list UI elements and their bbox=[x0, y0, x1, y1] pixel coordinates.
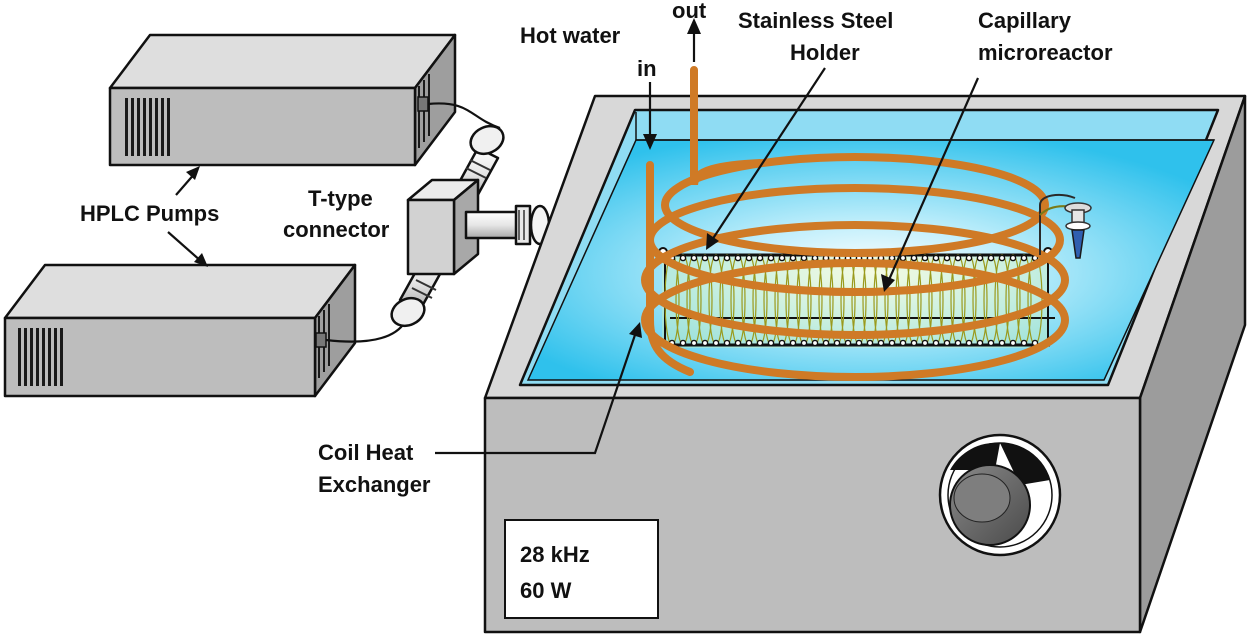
holder-bead bbox=[999, 340, 1004, 345]
holder-bead bbox=[922, 255, 927, 260]
holder-bead bbox=[845, 340, 850, 345]
capillary-label-line1: Capillary bbox=[978, 8, 1072, 33]
holder-bead bbox=[911, 255, 916, 260]
holder-bead bbox=[812, 340, 817, 345]
holder-bead bbox=[922, 340, 927, 345]
holder-bead bbox=[955, 255, 960, 260]
power-label: 60 W bbox=[520, 578, 572, 603]
holder-bead bbox=[1010, 340, 1015, 345]
holder-bead bbox=[724, 340, 729, 345]
holder-bead bbox=[801, 255, 806, 260]
in-label: in bbox=[637, 56, 657, 81]
holder-bead bbox=[757, 255, 762, 260]
t-type-label-line1: T-type bbox=[308, 186, 373, 211]
dial-knob-icon bbox=[940, 435, 1060, 555]
holder-bead bbox=[977, 340, 982, 345]
spec-panel: 28 kHz 60 W bbox=[505, 520, 658, 618]
coil-label-line2: Exchanger bbox=[318, 472, 431, 497]
holder-bead bbox=[867, 340, 872, 345]
holder-bead bbox=[724, 255, 729, 260]
holder-bead bbox=[966, 340, 971, 345]
holder-bead bbox=[680, 340, 685, 345]
holder-bead bbox=[966, 255, 971, 260]
holder-bead bbox=[768, 255, 773, 260]
holder-bead bbox=[779, 255, 784, 260]
holder-bead bbox=[1021, 255, 1026, 260]
holder-bead bbox=[746, 340, 751, 345]
holder-bead bbox=[702, 255, 707, 260]
holder-bead bbox=[889, 340, 894, 345]
holder-bead bbox=[680, 255, 685, 260]
holder-bead bbox=[823, 340, 828, 345]
holder-bead bbox=[691, 340, 696, 345]
holder-bead bbox=[856, 340, 861, 345]
holder-bead bbox=[988, 255, 993, 260]
capillary-label-line2: microreactor bbox=[978, 40, 1113, 65]
holder-bead bbox=[713, 255, 718, 260]
stainless-steel-label-line2: Holder bbox=[790, 40, 860, 65]
holder-bead bbox=[790, 340, 795, 345]
holder-bead bbox=[757, 340, 762, 345]
holder-bead bbox=[834, 340, 839, 345]
hplc-pump-lower bbox=[5, 265, 355, 396]
holder-bead bbox=[944, 255, 949, 260]
holder-bead bbox=[955, 340, 960, 345]
stainless-steel-label-line1: Stainless Steel bbox=[738, 8, 893, 33]
holder-bead bbox=[1021, 340, 1026, 345]
hot-water-label: Hot water bbox=[520, 23, 621, 48]
holder-bead bbox=[944, 340, 949, 345]
holder-bead bbox=[768, 340, 773, 345]
holder-bead bbox=[735, 340, 740, 345]
holder-bead bbox=[999, 255, 1004, 260]
holder-bead bbox=[933, 340, 938, 345]
holder-bead bbox=[746, 255, 751, 260]
holder-bead bbox=[812, 255, 817, 260]
hplc-pumps-label: HPLC Pumps bbox=[80, 201, 219, 226]
coil-label-line1: Coil Heat bbox=[318, 440, 414, 465]
frequency-label: 28 kHz bbox=[520, 542, 590, 567]
holder-bead bbox=[933, 255, 938, 260]
holder-bead bbox=[702, 340, 707, 345]
holder-bead bbox=[900, 255, 905, 260]
holder-bead bbox=[691, 255, 696, 260]
holder-bead bbox=[801, 340, 806, 345]
holder-bead bbox=[977, 255, 982, 260]
holder-bead bbox=[735, 255, 740, 260]
holder-bead bbox=[779, 340, 784, 345]
holder-bead bbox=[790, 255, 795, 260]
holder-bead bbox=[878, 340, 883, 345]
holder-bead bbox=[713, 340, 718, 345]
t-type-label-line2: connector bbox=[283, 217, 390, 242]
holder-bead bbox=[988, 340, 993, 345]
holder-bead bbox=[1010, 255, 1015, 260]
holder-bead bbox=[900, 340, 905, 345]
holder-bead bbox=[911, 340, 916, 345]
arrow-icon bbox=[186, 166, 200, 180]
out-label: out bbox=[672, 0, 707, 23]
hplc-pump-upper bbox=[110, 35, 455, 165]
